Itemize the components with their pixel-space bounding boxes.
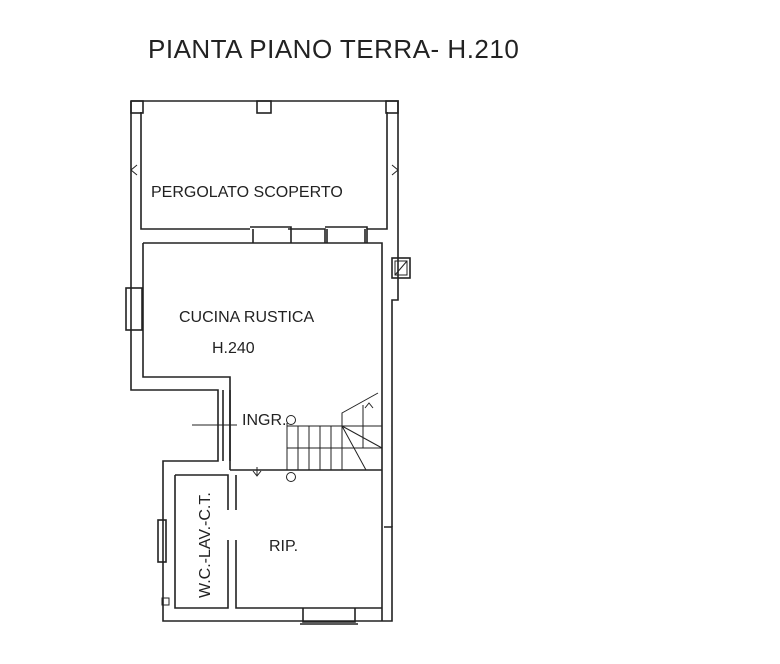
plan-title: PIANTA PIANO TERRA- H.210 [148, 34, 520, 64]
staircase [286, 392, 383, 471]
column-marker [286, 415, 296, 425]
room-label-wc: W.C.-LAV.-C.T. [197, 492, 214, 598]
room-label-ripostiglio: RIP. [269, 538, 298, 555]
walls [125, 100, 411, 625]
column-marker [286, 472, 296, 482]
room-label-cucina: CUCINA RUSTICA [179, 309, 314, 326]
room-label-ingresso: INGR. [242, 412, 286, 429]
door-arrow-icon [252, 467, 262, 477]
room-label-cucina-height: H.240 [212, 340, 255, 357]
opening-arrow-icons [130, 164, 399, 176]
room-label-pergolato: PERGOLATO SCOPERTO [151, 184, 343, 201]
